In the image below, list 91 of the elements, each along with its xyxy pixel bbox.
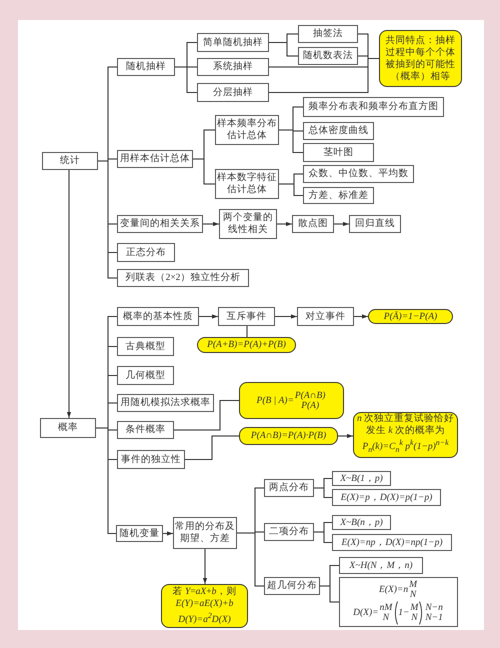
topic-box: 变量间的相关关系 — [117, 215, 203, 233]
note-text: 若 Y=aX+b，则 — [172, 586, 236, 598]
fraction-denominator: N — [411, 612, 418, 622]
fraction-numerator: P(A∩B) — [294, 390, 326, 400]
topic-box: 样本频率分布估计总体 — [215, 115, 279, 145]
arrow — [198, 314, 218, 319]
note-text: D(Y)=a$^{2}$D(X) — [178, 610, 231, 626]
connector-line — [314, 488, 332, 498]
fraction-denominator: N — [410, 590, 416, 600]
topic-box: 简单随机抽样 — [197, 33, 269, 52]
formula-box: X~H(N，M，n) — [339, 557, 423, 574]
fraction-denominator: N−1 — [425, 612, 443, 622]
connector-line — [192, 158, 216, 184]
connector-line — [278, 130, 304, 153]
topic-box: 频率分布表和频率分布直方图 — [303, 97, 444, 117]
topic-box: 概率 — [40, 418, 96, 438]
topic-box: 用样本估计总体 — [117, 150, 193, 168]
note-box: P(Ā)=1−P(A) — [368, 309, 453, 324]
connector-line — [174, 66, 198, 93]
topic-box: 事件的独立性 — [117, 450, 185, 469]
topic-box: 条件概率 — [117, 421, 174, 439]
topic-box: 几何概型 — [117, 366, 174, 385]
connector-line — [320, 586, 340, 602]
topic-box: 二项分布 — [264, 523, 314, 541]
connector-line — [268, 42, 298, 56]
topic-box: 概率的基本性质 — [117, 307, 199, 326]
arrow — [338, 434, 354, 438]
note-box: P(A∩B)=P(A)·P(B) — [239, 427, 338, 445]
formula-box: X~B(1，p) — [332, 471, 391, 486]
note-box — [161, 584, 248, 628]
topic-box: 茎叶图 — [303, 143, 374, 162]
topic-box: 用随机模拟法求概率 — [117, 394, 214, 412]
arrow — [334, 222, 350, 226]
note-text: n 次独立重复试验恰好发生 k 次的概率为 — [356, 413, 456, 438]
topic-box: 随机变量 — [116, 525, 163, 542]
note-text: P$_{n}$(k)=C$_{n}$$^{k}$ p$^{k}$(1−p)$^{n−k}$ — [362, 437, 449, 457]
fraction-numerator: nM — [380, 602, 392, 612]
topic-box: 方差、标准差 — [303, 187, 374, 204]
connector-line — [96, 428, 116, 534]
topic-box: 统计 — [42, 152, 98, 170]
connector-line — [236, 532, 264, 586]
topic-box: 系统抽样 — [197, 58, 269, 76]
formula-text: D(X)= — [353, 606, 379, 618]
fraction-denominator: P(A) — [301, 400, 320, 410]
formula-box: E(X)=p，D(X)=p(1−p) — [332, 489, 441, 506]
connector-line — [268, 58, 380, 93]
note-box — [353, 412, 458, 458]
note-box — [239, 382, 344, 419]
formula-text: E(X)=n — [378, 584, 408, 596]
topic-box: 正态分布 — [117, 243, 175, 262]
topic-box: 两个变量的线性相关 — [219, 209, 277, 239]
arrow — [202, 222, 220, 226]
topic-box: 随机数表法 — [298, 47, 358, 65]
topic-box: 随机抽样 — [117, 58, 175, 76]
topic-box: 抽签法 — [298, 25, 358, 43]
formula-box: X~B(n，p) — [332, 515, 391, 530]
note-text: E(Y)=aE(X)+b — [176, 598, 234, 610]
connector-line — [314, 532, 332, 543]
fraction-numerator: N−n — [425, 602, 443, 612]
arrow — [354, 314, 368, 319]
arrow — [202, 548, 208, 584]
arrow — [274, 314, 298, 319]
topic-box: 众数、中位数、平均数 — [303, 165, 414, 183]
note-box: P(A+B)=P(A)+P(B) — [197, 337, 296, 353]
connector-line — [184, 436, 240, 460]
note-box: 共同特点：抽样过程中每个个体被抽到的可能性（概率）相等 — [379, 30, 462, 87]
formula-text: 1− — [398, 606, 410, 618]
topic-box: 列联表（2×2）独立性分析 — [117, 269, 249, 287]
topic-box: 常用的分布及期望、方差 — [173, 517, 237, 549]
arrow — [162, 531, 174, 536]
formula-box — [339, 577, 458, 627]
formula-box: E(X)=np，D(X)=np(1−p) — [332, 534, 452, 551]
connector-line — [174, 400, 240, 430]
topic-box: 分层抽样 — [197, 83, 269, 102]
fraction-numerator: M — [409, 580, 417, 590]
topic-box: 回归直线 — [349, 215, 401, 233]
fraction-denominator: N — [382, 612, 390, 622]
connector-line — [278, 184, 304, 196]
topic-box: 互斥事件 — [218, 307, 275, 326]
topic-box: 样本数字特征估计总体 — [215, 169, 279, 199]
topic-box: 散点图 — [292, 215, 334, 233]
note-text: P(B | A)= — [256, 394, 294, 406]
arrow — [276, 222, 292, 226]
topic-box: 超几何分布 — [264, 577, 320, 595]
fraction-numerator: M — [410, 602, 418, 612]
topic-box: 对立事件 — [297, 307, 354, 326]
arrow — [66, 170, 72, 418]
topic-box: 古典概型 — [117, 337, 174, 356]
topic-box: 总体密度曲线 — [303, 122, 374, 140]
connector-line — [246, 326, 248, 338]
topic-box: 两点分布 — [264, 479, 314, 497]
